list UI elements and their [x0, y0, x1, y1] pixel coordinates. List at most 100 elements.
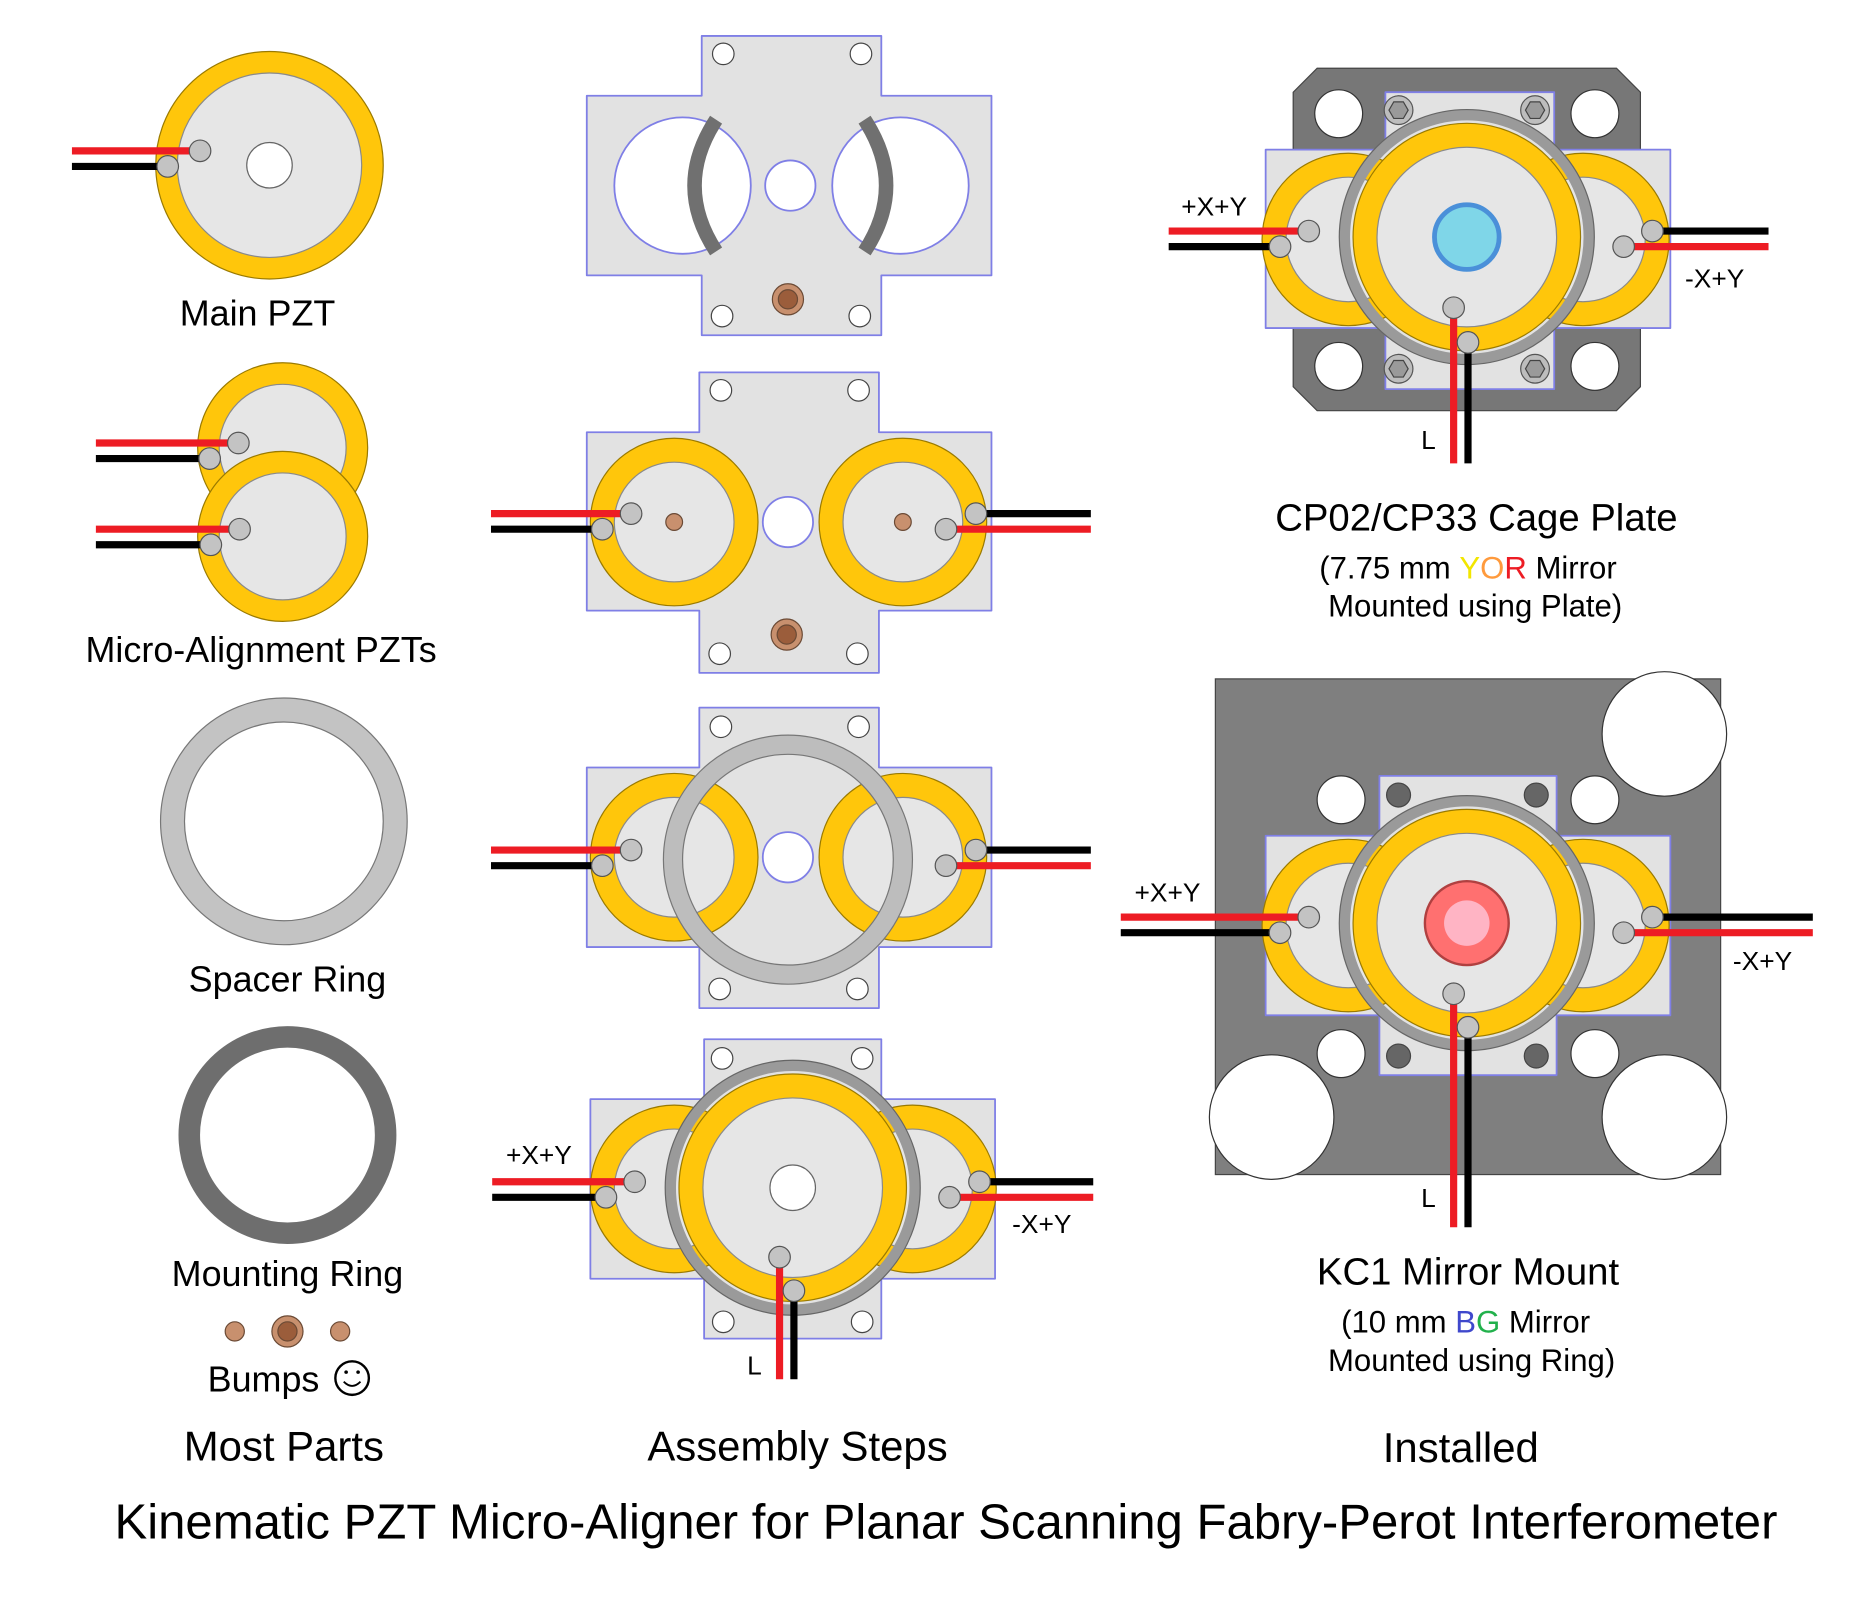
cage-rod-hole	[1314, 89, 1364, 139]
assembly-step-4	[492, 1038, 1094, 1380]
solder-point	[1268, 235, 1292, 259]
solder-point	[768, 1245, 791, 1269]
solder-point	[623, 1170, 647, 1194]
center-hole	[761, 831, 814, 884]
bump-small	[893, 513, 912, 532]
label-kc1-l: L	[1421, 1183, 1436, 1213]
mirror-center	[1444, 900, 1490, 946]
cage-line1-prefix: (7.75 mm	[1319, 550, 1459, 585]
solder-point	[1456, 331, 1480, 354]
pzt-electrode	[218, 472, 347, 601]
pzt-cutout	[613, 116, 752, 255]
solder-point	[1612, 235, 1636, 259]
screw-hole	[850, 1310, 874, 1334]
label-spacer-ring: Spacer Ring	[189, 958, 387, 999]
bump-inner	[277, 1321, 298, 1342]
pzt-disk	[155, 50, 384, 280]
kc1-line1-suffix: Mirror	[1500, 1305, 1590, 1340]
cage-rod-hole	[1570, 89, 1620, 139]
mount-hole	[1316, 1029, 1366, 1079]
screw-hole	[711, 42, 735, 66]
solder-point	[1442, 982, 1466, 1006]
section-assembly-steps: Assembly Steps	[647, 1423, 947, 1470]
bumps-part	[224, 1315, 351, 1348]
cage-plate-title: CP02/CP33 Cage Plate	[1275, 496, 1677, 539]
bump-small	[329, 1321, 351, 1342]
section-installed: Installed	[1383, 1424, 1539, 1471]
screw-hole	[708, 642, 732, 666]
kc1-title: KC1 Mirror Mount	[1317, 1251, 1620, 1294]
mount-hole	[1570, 775, 1620, 825]
bump-inner	[776, 624, 797, 645]
spacer-ring-edge	[662, 734, 914, 985]
mounting-ring-part	[178, 1026, 397, 1245]
solder-point	[934, 517, 958, 541]
solder-point	[938, 1185, 961, 1209]
solder-point	[964, 502, 988, 526]
pzt-seat-arc	[687, 115, 723, 256]
cage-line1-o: O	[1480, 550, 1504, 585]
cage-line1-y: Y	[1459, 550, 1480, 585]
solder-point	[198, 447, 222, 470]
label-micro-pzts: Micro-Alignment PZTs	[86, 629, 437, 670]
label-step4-minus-x: -X+Y	[1012, 1209, 1071, 1239]
screw-hole	[708, 977, 732, 1001]
solder-point	[594, 1185, 618, 1209]
solder-point	[199, 533, 223, 557]
solder-point	[188, 139, 212, 163]
bump-small	[224, 1321, 245, 1342]
mirror-7-75mm	[1432, 202, 1502, 272]
solder-point	[782, 1279, 806, 1303]
adjuster-hole	[1208, 1054, 1335, 1180]
assembly-step-1	[585, 35, 993, 337]
solder-point	[226, 431, 250, 455]
solder-point	[968, 1170, 991, 1194]
screw-hole	[711, 1310, 735, 1334]
solder-point	[1456, 1015, 1480, 1039]
kc1-line1-b: B	[1455, 1305, 1476, 1340]
assembly-step-3	[490, 706, 1091, 1010]
center-hole	[246, 141, 293, 189]
kc1-line1: (10 mm BG Mirror	[1341, 1305, 1590, 1340]
solder-point	[619, 838, 643, 862]
screw-hole	[845, 977, 869, 1001]
cage-plate-line2: Mounted using Plate)	[1328, 589, 1622, 624]
label-kc1-minus-x: -X+Y	[1733, 946, 1792, 976]
assembly-step-2	[490, 371, 1091, 674]
screw-hole	[710, 1047, 734, 1070]
center-hole	[761, 495, 814, 549]
screw	[1385, 782, 1412, 808]
kc1-line1-g: G	[1476, 1305, 1500, 1340]
smiley-face	[334, 1360, 371, 1397]
kc1-mirror-mount	[1120, 671, 1813, 1228]
drawing-shapes	[71, 35, 1813, 1397]
page-title: Kinematic PZT Micro-Aligner for Planar S…	[115, 1496, 1778, 1550]
cage-plate-line1: (7.75 mm YOR Mirror	[1319, 550, 1616, 585]
center-hole	[764, 159, 817, 212]
cage-line1-r: R	[1504, 550, 1526, 585]
cage-line1-suffix: Mirror	[1527, 550, 1617, 585]
bump-inner	[777, 289, 799, 310]
pzt-disk	[197, 450, 369, 623]
adjuster-hole	[1601, 671, 1728, 797]
center-hole	[769, 1164, 817, 1212]
solder-point	[1641, 905, 1664, 929]
smiley-icon	[334, 1360, 371, 1397]
smiley-eye	[344, 1370, 348, 1374]
bump-small	[665, 513, 684, 532]
text-labels: Main PZT Micro-Alignment PZTs Spacer Rin…	[86, 192, 1793, 1550]
adjuster-hole	[1601, 1054, 1728, 1180]
solder-point	[590, 517, 614, 541]
label-step4-plus-x: +X+Y	[506, 1140, 572, 1170]
screw-hole	[847, 715, 870, 739]
spacer-ring-part	[159, 697, 408, 946]
solder-point	[228, 517, 251, 541]
solder-point	[1297, 905, 1321, 929]
label-kc1-plus-x: +X+Y	[1135, 878, 1201, 908]
screw	[1385, 1043, 1412, 1069]
spacer-ring-edge	[681, 753, 894, 966]
label-bumps: Bumps	[208, 1358, 320, 1399]
screw-hole	[850, 1047, 874, 1070]
solder-point	[1442, 296, 1466, 320]
